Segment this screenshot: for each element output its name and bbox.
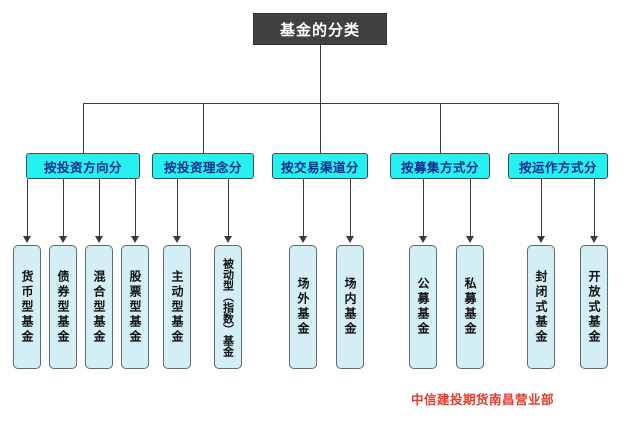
leaf-label: 场内基金: [343, 277, 357, 337]
leaf-label: 公募基金: [416, 277, 430, 337]
connector-drop-cat-2: [203, 103, 204, 153]
connector-leaf-1-1: [27, 179, 28, 237]
leaf-box-closed-end-fund[interactable]: 封闭式基金: [527, 245, 555, 369]
arrowhead-leaf-1-4: [131, 236, 139, 243]
arrowhead-leaf-1-3: [95, 236, 103, 243]
arrowhead-leaf-5-2: [590, 236, 598, 243]
connector-leaf-4-1: [423, 179, 424, 237]
leaf-box-money-market-fund[interactable]: 货币型基金: [13, 245, 41, 369]
leaf-box-bond-fund[interactable]: 债券型基金: [49, 245, 77, 369]
category-label: 按募集方式分: [400, 159, 479, 175]
leaf-label: 私募基金: [463, 277, 477, 337]
leaf-box-equity-fund[interactable]: 股票型基金: [121, 245, 149, 369]
leaf-label: 股票型基金: [128, 269, 142, 345]
root-node-label: 基金的分类: [279, 20, 360, 39]
leaf-box-public-offering-fund[interactable]: 公募基金: [409, 245, 437, 369]
leaf-label: 封闭式基金: [534, 269, 548, 345]
connector-drop-cat-3: [320, 103, 321, 153]
arrowhead-leaf-1-1: [23, 236, 31, 243]
connector-leaf-2-1: [177, 179, 178, 237]
leaf-label: 场外基金: [296, 277, 310, 337]
connector-leaf-3-2: [350, 179, 351, 237]
category-box-operation-method[interactable]: 按运作方式分: [508, 153, 608, 179]
category-box-fundraising-method[interactable]: 按募集方式分: [390, 153, 490, 179]
connector-drop-cat-1: [83, 103, 84, 153]
connector-leaf-3-1: [303, 179, 304, 237]
leaf-label: 债券型基金: [56, 269, 70, 345]
connector-leaf-4-2: [470, 179, 471, 237]
arrowhead-leaf-2-1: [173, 236, 181, 243]
category-box-investment-direction[interactable]: 按投资方向分: [26, 153, 140, 179]
leaf-box-hybrid-fund[interactable]: 混合型基金: [85, 245, 113, 369]
connector-leaf-1-2: [63, 179, 64, 237]
connector-leaf-5-2: [594, 179, 595, 237]
arrowhead-leaf-2-2: [224, 236, 232, 243]
connector-leaf-1-3: [99, 179, 100, 237]
arrowhead-leaf-4-2: [466, 236, 474, 243]
leaf-label: 主动型基金: [170, 269, 184, 345]
root-node-fund-classification: 基金的分类: [253, 13, 387, 45]
leaf-box-open-end-fund[interactable]: 开放式基金: [580, 245, 608, 369]
category-box-trading-channel[interactable]: 按交易渠道分: [272, 153, 368, 179]
connector-drop-cat-4: [440, 103, 441, 153]
leaf-label: 货币型基金: [20, 269, 34, 345]
arrowhead-leaf-1-2: [59, 236, 67, 243]
leaf-box-passive-index-fund[interactable]: 被动型（指数）基金: [214, 245, 242, 369]
leaf-label: 混合型基金: [92, 269, 106, 345]
arrowhead-leaf-3-2: [346, 236, 354, 243]
leaf-box-active-fund[interactable]: 主动型基金: [163, 245, 191, 369]
arrowhead-leaf-4-1: [419, 236, 427, 243]
leaf-label: 被动型（指数）基金: [221, 257, 235, 357]
arrowhead-leaf-3-1: [299, 236, 307, 243]
leaf-box-otc-fund[interactable]: 场外基金: [289, 245, 317, 369]
leaf-label: 开放式基金: [587, 269, 601, 345]
connector-leaf-1-4: [135, 179, 136, 237]
leaf-box-private-offering-fund[interactable]: 私募基金: [456, 245, 484, 369]
connector-drop-cat-5: [558, 103, 559, 153]
arrowhead-leaf-5-1: [537, 236, 545, 243]
category-label: 按投资理念分: [163, 159, 242, 175]
connector-leaf-5-1: [541, 179, 542, 237]
category-label: 按投资方向分: [43, 159, 122, 175]
footer-branch-name: 中信建投期货南昌营业部: [411, 392, 555, 407]
leaf-box-exchange-traded-fund[interactable]: 场内基金: [336, 245, 364, 369]
category-label: 按运作方式分: [518, 159, 597, 175]
connector-leaf-2-2: [228, 179, 229, 237]
connector-root-stem: [320, 45, 321, 103]
category-label: 按交易渠道分: [280, 159, 359, 175]
category-box-investment-philosophy[interactable]: 按投资理念分: [152, 153, 254, 179]
